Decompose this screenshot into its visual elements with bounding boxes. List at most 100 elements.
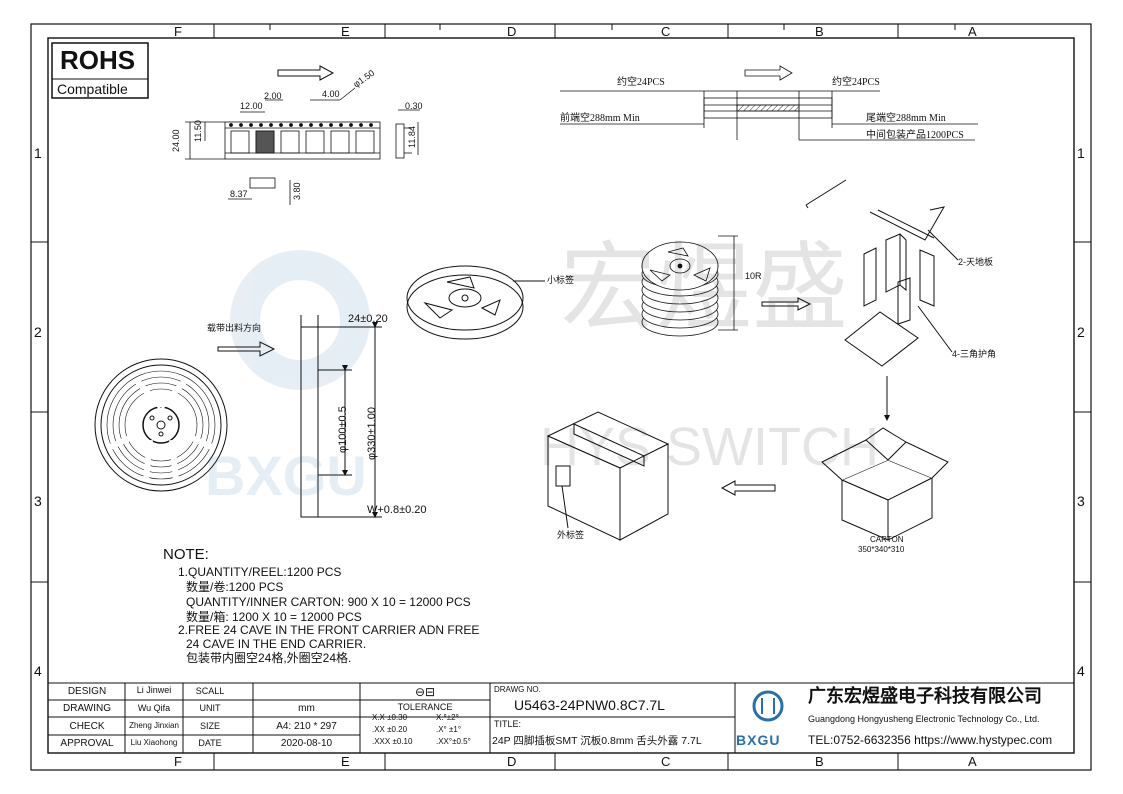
- reel-direction-arrow: [217, 341, 276, 357]
- zone-row-1-right: 1: [1077, 145, 1085, 161]
- carrier-tape-drawing: [185, 87, 420, 205]
- carton-size: 350*340*310: [858, 545, 905, 554]
- note-line-4: 数量/箱: 1200 X 10 = 12000 PCS: [186, 610, 362, 624]
- dim-width: 24.00: [171, 129, 181, 152]
- note-line-1: 1.QUANTITY/REEL:1200 PCS: [178, 565, 342, 579]
- dim-pocket-pitch: 12.00: [240, 101, 263, 111]
- tail-empty-label: 约空24PCS: [832, 77, 880, 88]
- tb-unit-value: mm: [298, 703, 315, 714]
- middle-qty-label: 中间包装产品1200PCS: [866, 130, 964, 141]
- reel-direction-label: 载带出料方向: [207, 323, 262, 333]
- tb-tol-ang-2: .X° ±1°: [436, 725, 462, 734]
- zone-row-4-right: 4: [1077, 663, 1085, 679]
- zone-col-e: E: [341, 24, 350, 39]
- zone-row-2-right: 2: [1077, 324, 1085, 340]
- reel-isometric: [406, 265, 524, 340]
- zone-col-b-bottom: B: [815, 754, 824, 769]
- tb-check-name: Zheng Jinxian: [129, 721, 179, 730]
- tb-tol-ang-3: .XX°±0.5°: [436, 737, 471, 746]
- dim-hole-pitch: 4.00: [322, 89, 340, 99]
- zone-row-2: 2: [34, 324, 42, 340]
- reel-front-view: [94, 358, 228, 492]
- tb-logo-text: BXGU: [736, 732, 781, 748]
- watermark-brand: HYS SWITCH: [540, 417, 880, 477]
- dim-pocket-w: 8.37: [230, 189, 248, 199]
- tb-drawing-label: DRAWING: [63, 703, 111, 714]
- rohs-box: [51, 42, 149, 99]
- sheet-frame: [30, 23, 1092, 771]
- zone-row-3: 3: [34, 493, 42, 509]
- zone-col-b: B: [815, 24, 824, 39]
- tape-direction-arrow: [277, 65, 335, 81]
- zone-col-d-bottom: D: [507, 754, 517, 769]
- zone-col-a: A: [968, 24, 977, 39]
- top-bottom-pad-label: 2-天地板: [958, 257, 994, 267]
- zone-row-1: 1: [34, 145, 42, 161]
- front-space-label: 前端空288mm Min: [560, 113, 640, 124]
- zone-col-c: C: [661, 24, 671, 39]
- tb-approval-label: APPROVAL: [60, 738, 114, 749]
- zone-col-f: F: [174, 24, 182, 39]
- rohs-subtitle: Compatible: [57, 81, 128, 97]
- tape-layout-diagram: [560, 65, 978, 141]
- tb-company-cn: 广东宏煜盛电子科技有限公司: [808, 686, 1042, 706]
- dim-reel-width: W+0.8±0.20: [367, 504, 427, 516]
- watermark-logo: [230, 250, 370, 390]
- rear-space-label: 尾端空288mm Min: [866, 113, 946, 124]
- zone-col-c-bottom: C: [661, 754, 671, 769]
- tb-tolerance-label: TOLERANCE: [397, 702, 453, 712]
- note-line-2: 数量/卷:1200 PCS: [186, 580, 284, 594]
- rohs-title: ROHS: [60, 45, 136, 75]
- tb-tol-lin-2: .XX ±0.20: [372, 725, 408, 734]
- dim-outer: φ330±1.00: [366, 407, 378, 460]
- note-line-7: 包装带内圈空24格,外圈空24格.: [186, 651, 352, 665]
- zone-col-d: D: [507, 24, 517, 39]
- dim-hub: φ100±0.5: [337, 406, 349, 453]
- tb-tol-ang-1: X.°±2°: [436, 713, 459, 722]
- tb-projection-symbol: ⊖⊟: [414, 685, 436, 699]
- dim-flange: 24±0.20: [348, 313, 388, 325]
- tb-drawing-no-label: DRAWG NO.: [494, 685, 541, 694]
- zone-col-e-bottom: E: [341, 754, 350, 769]
- lead-empty-label: 约空24PCS: [617, 77, 665, 88]
- zone-row-4: 4: [34, 663, 42, 679]
- tb-company-en: Guangdong Hongyusheng Electronic Technol…: [808, 714, 1040, 724]
- note-line-3: QUANTITY/INNER CARTON: 900 X 10 = 12000 …: [186, 595, 471, 609]
- tb-approval-name: Liu Xiaohong: [130, 738, 178, 747]
- note-line-6: 24 CAVE IN THE END CARRIER.: [186, 637, 367, 651]
- notes-heading: NOTE:: [163, 546, 209, 563]
- small-label-text: 小标签: [547, 275, 575, 285]
- tb-contact: TEL:0752-6632356 https://www.hystypec.co…: [808, 733, 1053, 747]
- tb-title-label: TITLE:: [494, 719, 522, 729]
- dim-half-width: 11.50: [193, 120, 203, 142]
- tb-unit-label: UNIT: [199, 703, 221, 713]
- corner-guard-label: 4-三角护角: [952, 349, 997, 359]
- carton-arrow: [720, 480, 776, 496]
- tb-scale-label: SCALL: [195, 686, 225, 696]
- reel-side-view: [300, 315, 382, 518]
- tb-tol-lin-1: X.X ±0.30: [372, 713, 408, 722]
- outer-label-text: 外标签: [557, 530, 585, 540]
- tb-size-value: A4: 210 * 297: [276, 721, 337, 732]
- zone-col-f-bottom: F: [174, 754, 182, 769]
- tb-tol-lin-3: .XXX ±0.10: [372, 737, 413, 746]
- zone-row-3-right: 3: [1077, 493, 1085, 509]
- zone-col-a-bottom: A: [968, 754, 977, 769]
- carton-label: CARTON: [870, 535, 904, 544]
- tb-check-label: CHECK: [69, 721, 105, 732]
- carton-open: [821, 427, 949, 541]
- dim-pocket-depth: 11.84: [407, 126, 417, 148]
- tb-date-value: 2020-08-10: [280, 738, 333, 749]
- exploded-packing: [805, 179, 959, 367]
- reel-stack: [641, 235, 738, 337]
- stack-count: 10R: [745, 271, 762, 281]
- watermark-logo-text: BXGU: [205, 444, 367, 507]
- watermark-text: 宏煜盛: [560, 232, 848, 344]
- tb-design-name: Li Jinwei: [136, 685, 172, 695]
- stack-arrow: [761, 297, 812, 311]
- tb-drawing-no: U5463-24PNW0.8C7.7L: [514, 697, 665, 713]
- tb-title: 24P 四脚插板SMT 沉板0.8mm 舌头外露 7.7L: [492, 735, 702, 747]
- tb-size-label: SIZE: [199, 721, 220, 731]
- dim-pocket-h: 3.80: [292, 182, 302, 200]
